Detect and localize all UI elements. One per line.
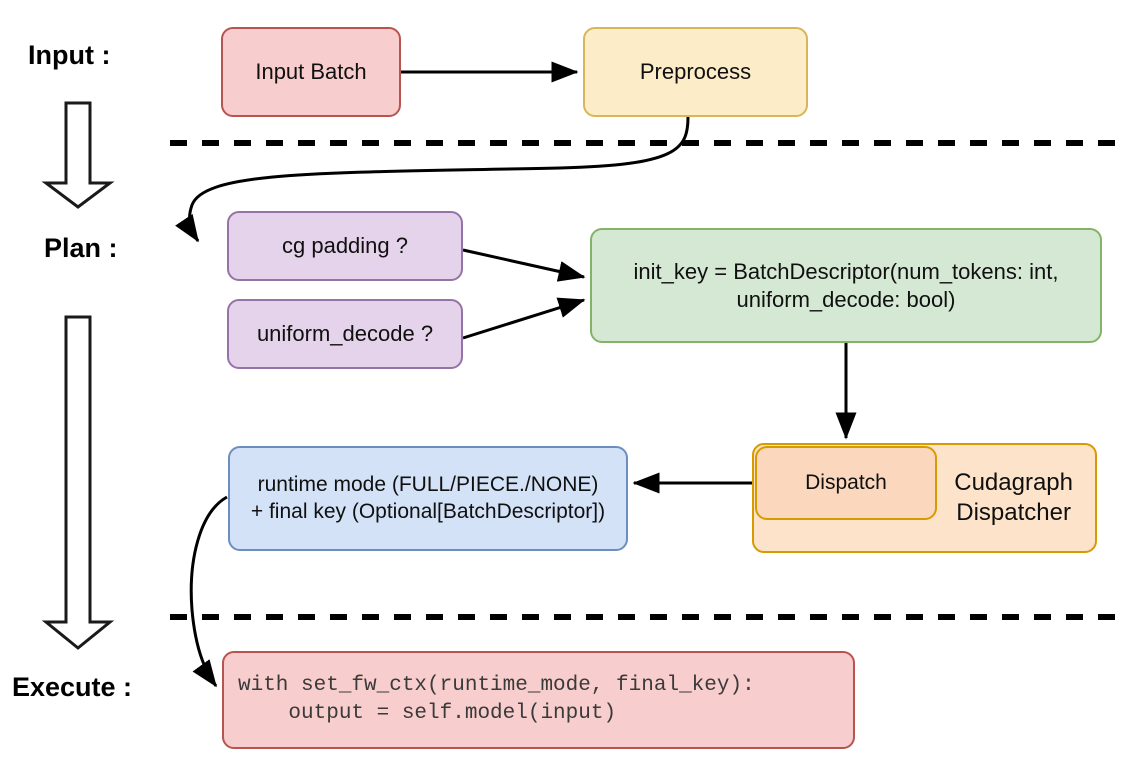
node-cg-padding[interactable]: cg padding ?	[227, 211, 463, 281]
node-execute-code-label: with set_fw_ctx(runtime_mode, final_key)…	[238, 673, 755, 725]
node-execute-code[interactable]: with set_fw_ctx(runtime_mode, final_key)…	[222, 651, 855, 749]
node-dispatch[interactable]: Dispatch	[755, 446, 937, 520]
node-runtime-mode-label: runtime mode (FULL/PIECE./NONE) + final …	[250, 473, 606, 523]
node-uniform-decode[interactable]: uniform_decode ?	[227, 299, 463, 369]
node-preprocess-label: Preprocess	[639, 59, 752, 85]
stage-label-execute: Execute :	[12, 672, 133, 702]
node-init-key[interactable]: init_key = BatchDescriptor(num_tokens: i…	[590, 228, 1102, 343]
cg-padding-to-init-key-connector	[462, 248, 586, 282]
node-cudagraph-dispatcher-label: Cudagraph Dispatcher	[954, 469, 1073, 526]
plan-to-execute-block-arrow	[41, 315, 115, 650]
node-dispatch-label: Dispatch	[805, 470, 887, 494]
input-to-plan-block-arrow	[41, 101, 115, 209]
node-input-batch-label: Input Batch	[255, 59, 367, 85]
node-cg-padding-label: cg padding ?	[282, 233, 408, 259]
node-runtime-mode[interactable]: runtime mode (FULL/PIECE./NONE) + final …	[228, 446, 628, 551]
node-input-batch[interactable]: Input Batch	[221, 27, 401, 117]
uniform-decode-to-init-key-connector	[462, 297, 586, 340]
runtime-mode-to-execute-code-connector	[189, 495, 228, 688]
node-init-key-label: init_key = BatchDescriptor(num_tokens: i…	[633, 259, 1059, 312]
stage-label-input: Input :	[28, 40, 111, 70]
node-preprocess[interactable]: Preprocess	[583, 27, 808, 117]
node-uniform-decode-label: uniform_decode ?	[256, 321, 434, 347]
stage-label-plan: Plan :	[44, 233, 118, 263]
